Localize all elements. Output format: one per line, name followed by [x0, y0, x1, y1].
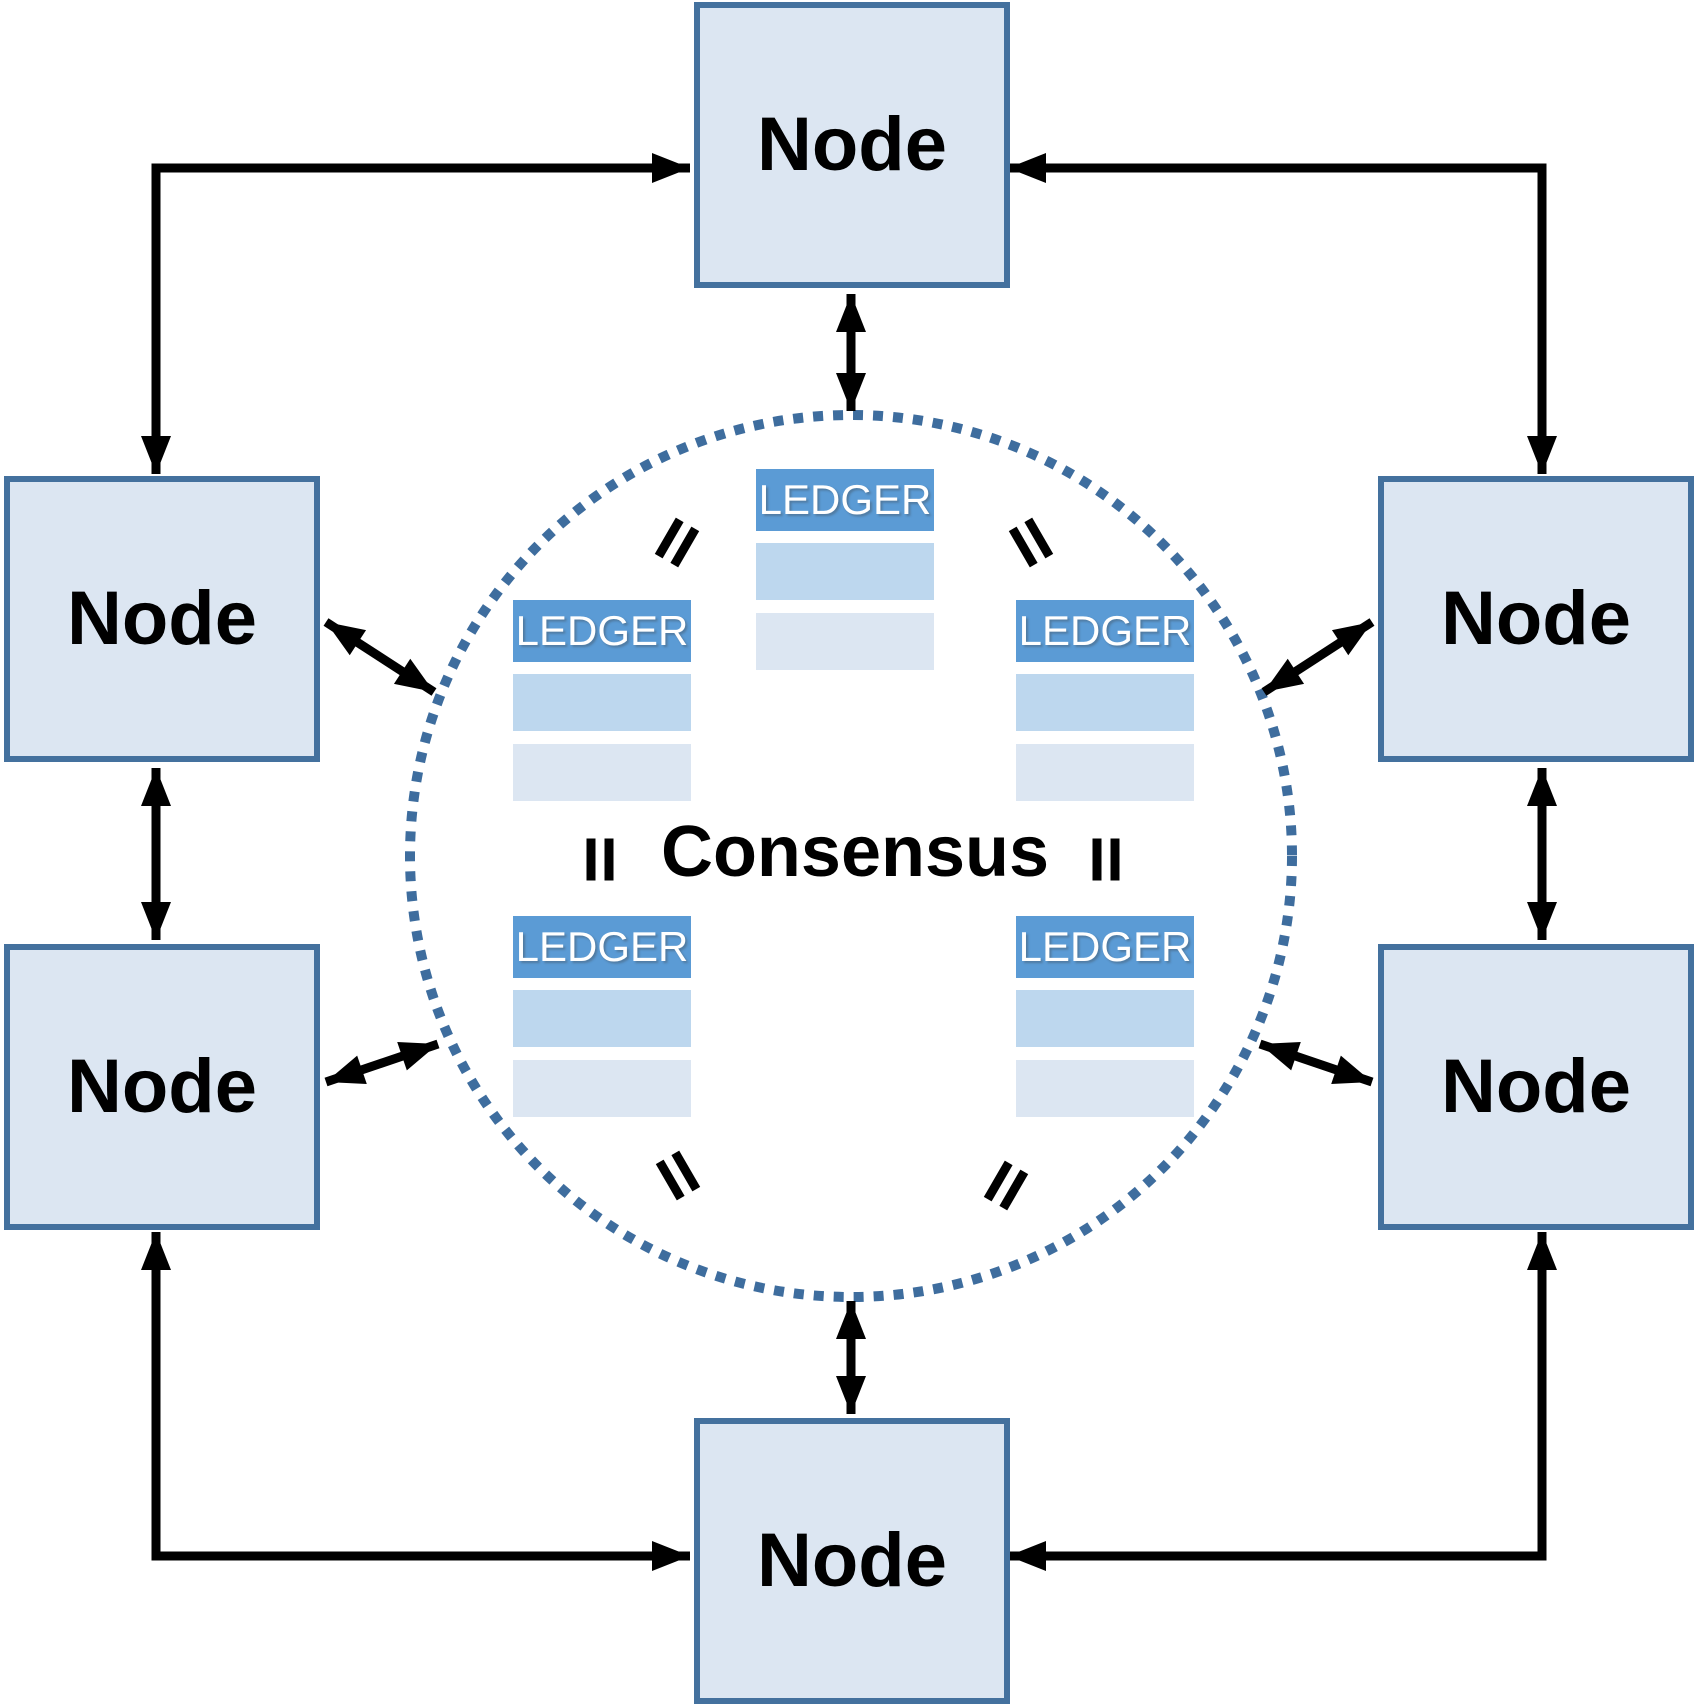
- ledger-upper-left: LEDGER: [513, 600, 691, 801]
- ledger-row: [513, 1060, 691, 1117]
- ledger-row: [1016, 990, 1194, 1047]
- ledger-title: LEDGER: [758, 476, 932, 523]
- ledger-row: [513, 744, 691, 801]
- ledger-row: [1016, 744, 1194, 801]
- ledger-row: [513, 674, 691, 731]
- equals-bar: [586, 838, 596, 881]
- ledger-title: LEDGER: [1018, 607, 1192, 654]
- node-box-top: Node: [694, 2, 1010, 288]
- ledger-title: LEDGER: [515, 607, 689, 654]
- consensus-ring-dotted-circle: [405, 410, 1297, 1302]
- node-label: Node: [757, 1518, 947, 1603]
- node-box-upper-left: Node: [4, 476, 320, 762]
- ledger-title: LEDGER: [1018, 923, 1192, 970]
- arrow-upper-left-node-to-ring: [323, 618, 437, 696]
- node-box-bottom: Node: [694, 1418, 1010, 1704]
- ledger-header: LEDGER: [513, 916, 691, 978]
- arrow-upper-right-node-to-ring: [1261, 618, 1375, 696]
- ledger-row: [756, 543, 934, 600]
- node-label: Node: [67, 576, 257, 661]
- node-label: Node: [67, 1044, 257, 1129]
- ledger-row: [1016, 1060, 1194, 1117]
- ledger-top-center: LEDGER: [756, 469, 934, 670]
- ledger-header: LEDGER: [1016, 916, 1194, 978]
- ledger-header: LEDGER: [513, 600, 691, 662]
- arrow-lower-left-node-to-ring: [324, 1039, 440, 1087]
- node-box-upper-right: Node: [1378, 476, 1694, 762]
- ledger-lower-left: LEDGER: [513, 916, 691, 1117]
- node-label: Node: [757, 102, 947, 187]
- ledger-upper-right: LEDGER: [1016, 600, 1194, 801]
- ledger-header: LEDGER: [756, 469, 934, 531]
- node-box-lower-right: Node: [1378, 944, 1694, 1230]
- node-label: Node: [1441, 576, 1631, 661]
- ledger-row: [513, 990, 691, 1047]
- arrow-bottom-left-elbow: [141, 1232, 690, 1571]
- arrow-top-right-elbow: [1008, 153, 1557, 474]
- arrow-lower-right-node-to-ring: [1258, 1039, 1374, 1087]
- equals-bar: [1110, 838, 1120, 881]
- consensus-label: Consensus: [660, 812, 1050, 892]
- arrow-bottom-right-elbow: [1008, 1232, 1557, 1571]
- arrow-top-left-elbow: [141, 153, 690, 474]
- ledger-row: [756, 613, 934, 670]
- ledger-lower-right: LEDGER: [1016, 916, 1194, 1117]
- ledger-row: [1016, 674, 1194, 731]
- node-label: Node: [1441, 1044, 1631, 1129]
- ledger-header: LEDGER: [1016, 600, 1194, 662]
- ledger-title: LEDGER: [515, 923, 689, 970]
- node-box-lower-left: Node: [4, 944, 320, 1230]
